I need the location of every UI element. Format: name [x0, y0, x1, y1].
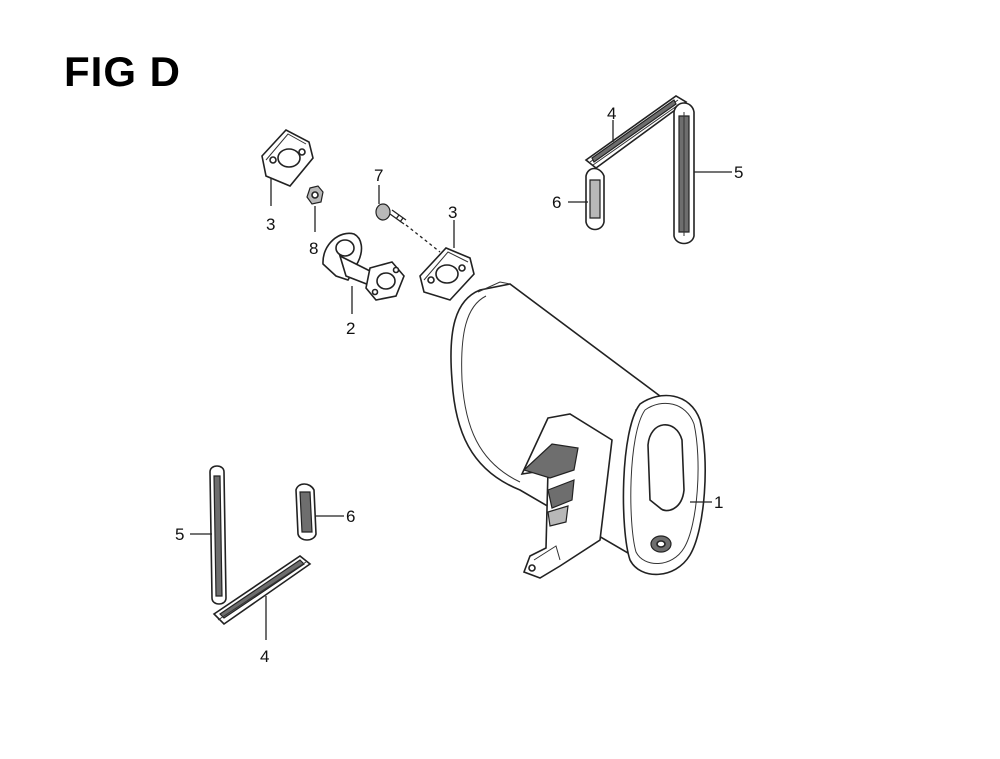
protector-bottom-part	[212, 555, 312, 626]
figure-title: FIG D	[64, 48, 181, 95]
exhaust-pipe-part	[322, 232, 405, 301]
callout-5-bottom: 5	[175, 525, 184, 544]
callout-6-bottom: 6	[346, 507, 355, 526]
callout-3-left: 3	[266, 215, 275, 234]
callout-4-bottom: 4	[260, 647, 269, 666]
protector-side-top-part	[673, 102, 695, 245]
callout-7: 7	[374, 166, 383, 185]
callout-8: 8	[309, 239, 318, 258]
nut-part	[306, 185, 324, 205]
protector-end-bottom-part	[295, 483, 317, 541]
callout-5-top: 5	[734, 163, 743, 182]
muffler-part	[450, 281, 706, 579]
callout-1: 1	[714, 493, 723, 512]
protector-side-bottom-part	[209, 465, 227, 605]
callout-4-top: 4	[607, 104, 616, 123]
callout-6-top: 6	[552, 193, 561, 212]
bolt-part	[375, 203, 407, 225]
protector-top-part	[584, 95, 688, 170]
callout-2: 2	[346, 319, 355, 338]
gasket-right-part	[419, 247, 475, 301]
gasket-left-part	[261, 129, 314, 187]
protector-end-top-part	[585, 167, 605, 231]
callout-3-right: 3	[448, 203, 457, 222]
